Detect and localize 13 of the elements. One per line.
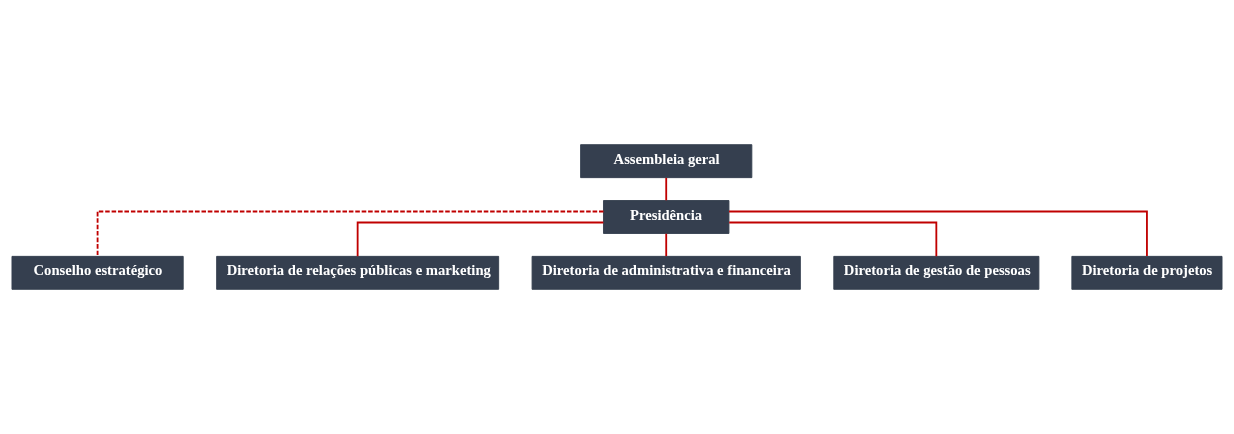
connector (96, 210, 605, 257)
node-box: Presidência (603, 200, 730, 234)
connector (728, 210, 1148, 257)
connector (728, 221, 938, 258)
connector (665, 232, 668, 258)
node-box: Conselho estratégico (11, 255, 184, 290)
node-box: Diretoria de administrativa e financeira (531, 255, 801, 290)
node-box: Diretoria de relações públicas e marketing (216, 255, 500, 290)
node-box: Diretoria de gestão de pessoas (833, 255, 1040, 290)
connector (665, 177, 668, 202)
node-box: Assembleia geral (580, 144, 753, 179)
node-box: Diretoria de projetos (1071, 255, 1223, 290)
connector (356, 221, 605, 258)
